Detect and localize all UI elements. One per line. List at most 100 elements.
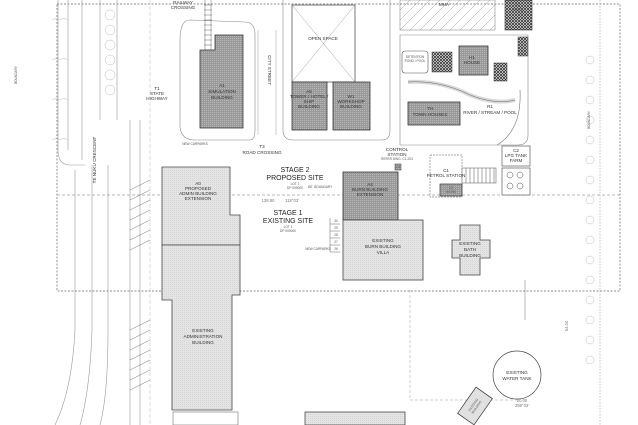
svg-text:WATER TANK: WATER TANK — [502, 376, 532, 381]
svg-text:BUILDING: BUILDING — [298, 104, 320, 109]
svg-text:FARM: FARM — [510, 158, 523, 163]
svg-text:ROAD CROSSING: ROAD CROSSING — [242, 150, 281, 155]
svg-text:BUILDING: BUILDING — [459, 253, 481, 258]
svg-text:DP 000000: DP 000000 — [280, 229, 296, 233]
svg-text:EXISTING: EXISTING — [506, 370, 528, 375]
svg-text:PROPOSED SITE: PROPOSED SITE — [266, 175, 324, 182]
building-w1-workshop — [332, 81, 371, 131]
svg-text:BOUNDARY: BOUNDARY — [587, 110, 591, 129]
city-street-label: CITY STREET — [267, 55, 272, 85]
svg-text:118°03': 118°03' — [285, 198, 299, 203]
svg-text:BUILDING: BUILDING — [192, 340, 214, 345]
svg-text:POND / POOL: POND / POOL — [405, 59, 426, 63]
carpark-bays — [129, 179, 151, 391]
labels: RAILWAY CROSSING T1 STATE HIGHWAY CITY S… — [14, 0, 591, 414]
river-stream — [407, 79, 516, 104]
svg-text:H1: H1 — [469, 55, 475, 60]
svg-text:BURN BUILDING: BURN BUILDING — [365, 244, 401, 249]
svg-text:A0: A0 — [195, 181, 201, 186]
open-space — [291, 4, 356, 83]
svg-text:BOUNDARY: BOUNDARY — [14, 65, 18, 84]
svg-text:NEW CARPARKS: NEW CARPARKS — [305, 247, 331, 251]
svg-text:29: 29 — [334, 226, 338, 230]
te-nuku-crescent-road — [54, 0, 141, 425]
svg-text:20.00: 20.00 — [517, 398, 528, 403]
svg-text:C3: C3 — [449, 186, 453, 190]
svg-text:BURN BUILDING: BURN BUILDING — [352, 187, 388, 192]
svg-text:EXTENSION: EXTENSION — [357, 192, 384, 197]
building-a4-burn-extension — [342, 171, 399, 221]
svg-text:30: 30 — [334, 219, 338, 223]
stage-2-title: STAGE 2 — [280, 167, 309, 174]
svg-text:HIGHWAY: HIGHWAY — [146, 96, 167, 101]
existing-administration-building — [161, 244, 241, 411]
svg-text:EXISTING: EXISTING — [192, 328, 214, 333]
svg-text:CONTROL: CONTROL — [386, 147, 409, 152]
stage-1-title: STAGE 1 — [273, 210, 302, 217]
existing-building-small — [457, 386, 493, 425]
svg-text:TOWN HOUSES: TOWN HOUSES — [413, 112, 448, 117]
svg-text:REFER DWG. C1-203: REFER DWG. C1-203 — [381, 157, 413, 161]
svg-text:KIOSK: KIOSK — [446, 190, 457, 194]
kiosk — [439, 183, 463, 197]
svg-text:EXISTING: EXISTING — [372, 238, 394, 243]
building-a0-admin-extension — [161, 166, 241, 246]
svg-text:A5: A5 — [306, 89, 312, 94]
building-th-town-houses — [407, 101, 461, 126]
svg-text:INT. BOUNDARY: INT. BOUNDARY — [308, 185, 333, 189]
svg-text:NEW CARPARKS: NEW CARPARKS — [182, 142, 208, 146]
svg-text:LOT 2: LOT 2 — [291, 182, 300, 186]
svg-text:OPEN SPACE: OPEN SPACE — [308, 36, 338, 41]
svg-text:ADMINISTRATION: ADMINISTRATION — [184, 334, 223, 339]
site-boundary — [56, 3, 621, 292]
svg-text:HOUSE: HOUSE — [512, 8, 523, 12]
building-a5-tower — [291, 81, 328, 131]
existing-water-tank — [492, 350, 542, 400]
svg-text:LOT 1: LOT 1 — [284, 225, 293, 229]
svg-text:BUILDING: BUILDING — [340, 104, 362, 109]
svg-text:TOWER / HOTEL /: TOWER / HOTEL / — [290, 94, 329, 99]
svg-text:R1: R1 — [487, 104, 493, 109]
svg-text:TH: TH — [427, 106, 433, 111]
svg-text:STATE: STATE — [150, 91, 164, 96]
svg-text:27: 27 — [334, 240, 338, 244]
svg-text:DETENTION: DETENTION — [406, 55, 425, 59]
svg-text:CROSSING: CROSSING — [171, 5, 196, 10]
svg-text:138.80: 138.80 — [262, 198, 275, 203]
svg-text:LPG TANK: LPG TANK — [505, 153, 528, 158]
svg-text:298°03': 298°03' — [515, 403, 529, 408]
svg-text:A1: A1 — [219, 83, 225, 88]
svg-text:SHIP: SHIP — [304, 99, 315, 104]
svg-text:WORKSHOP: WORKSHOP — [337, 99, 364, 104]
svg-text:C1: C1 — [443, 168, 449, 173]
svg-text:EXTENSION: EXTENSION — [185, 196, 212, 201]
svg-text:RIVER / STREAM / POOL: RIVER / STREAM / POOL — [463, 110, 517, 115]
building-h1-house — [458, 45, 489, 76]
svg-text:BUILDING: BUILDING — [211, 95, 233, 100]
svg-text:MHA: MHA — [439, 2, 450, 7]
svg-text:PROPOSED: PROPOSED — [185, 186, 212, 191]
existing-bath-building — [451, 224, 491, 276]
lpg-tank-farm — [501, 145, 531, 167]
building-r2-house — [504, 0, 533, 31]
t3-label: T3 — [259, 144, 265, 149]
detention-pond — [401, 50, 429, 74]
svg-text:ADMIN BUILDING: ADMIN BUILDING — [179, 191, 217, 196]
railway-label: RAILWAY — [173, 0, 193, 5]
building-bottom — [304, 411, 406, 425]
svg-text:C2: C2 — [513, 148, 519, 153]
svg-text:W1: W1 — [348, 94, 355, 99]
svg-text:26: 26 — [334, 247, 338, 251]
svg-text:A4: A4 — [367, 182, 373, 187]
te-nuku-crescent-label: TE NUKU CRESCENT — [92, 136, 97, 183]
svg-text:VILLA: VILLA — [377, 250, 390, 255]
trees — [51, 9, 595, 365]
t1-label: T1 — [154, 86, 160, 91]
svg-text:BATH: BATH — [464, 247, 476, 252]
building-a1-simulation — [199, 34, 244, 129]
svg-text:PETROL STATION: PETROL STATION — [427, 173, 466, 178]
svg-text:STATION: STATION — [387, 152, 406, 157]
svg-text:EXISTING SITE: EXISTING SITE — [263, 218, 314, 225]
svg-text:DP 000000: DP 000000 — [287, 186, 303, 190]
